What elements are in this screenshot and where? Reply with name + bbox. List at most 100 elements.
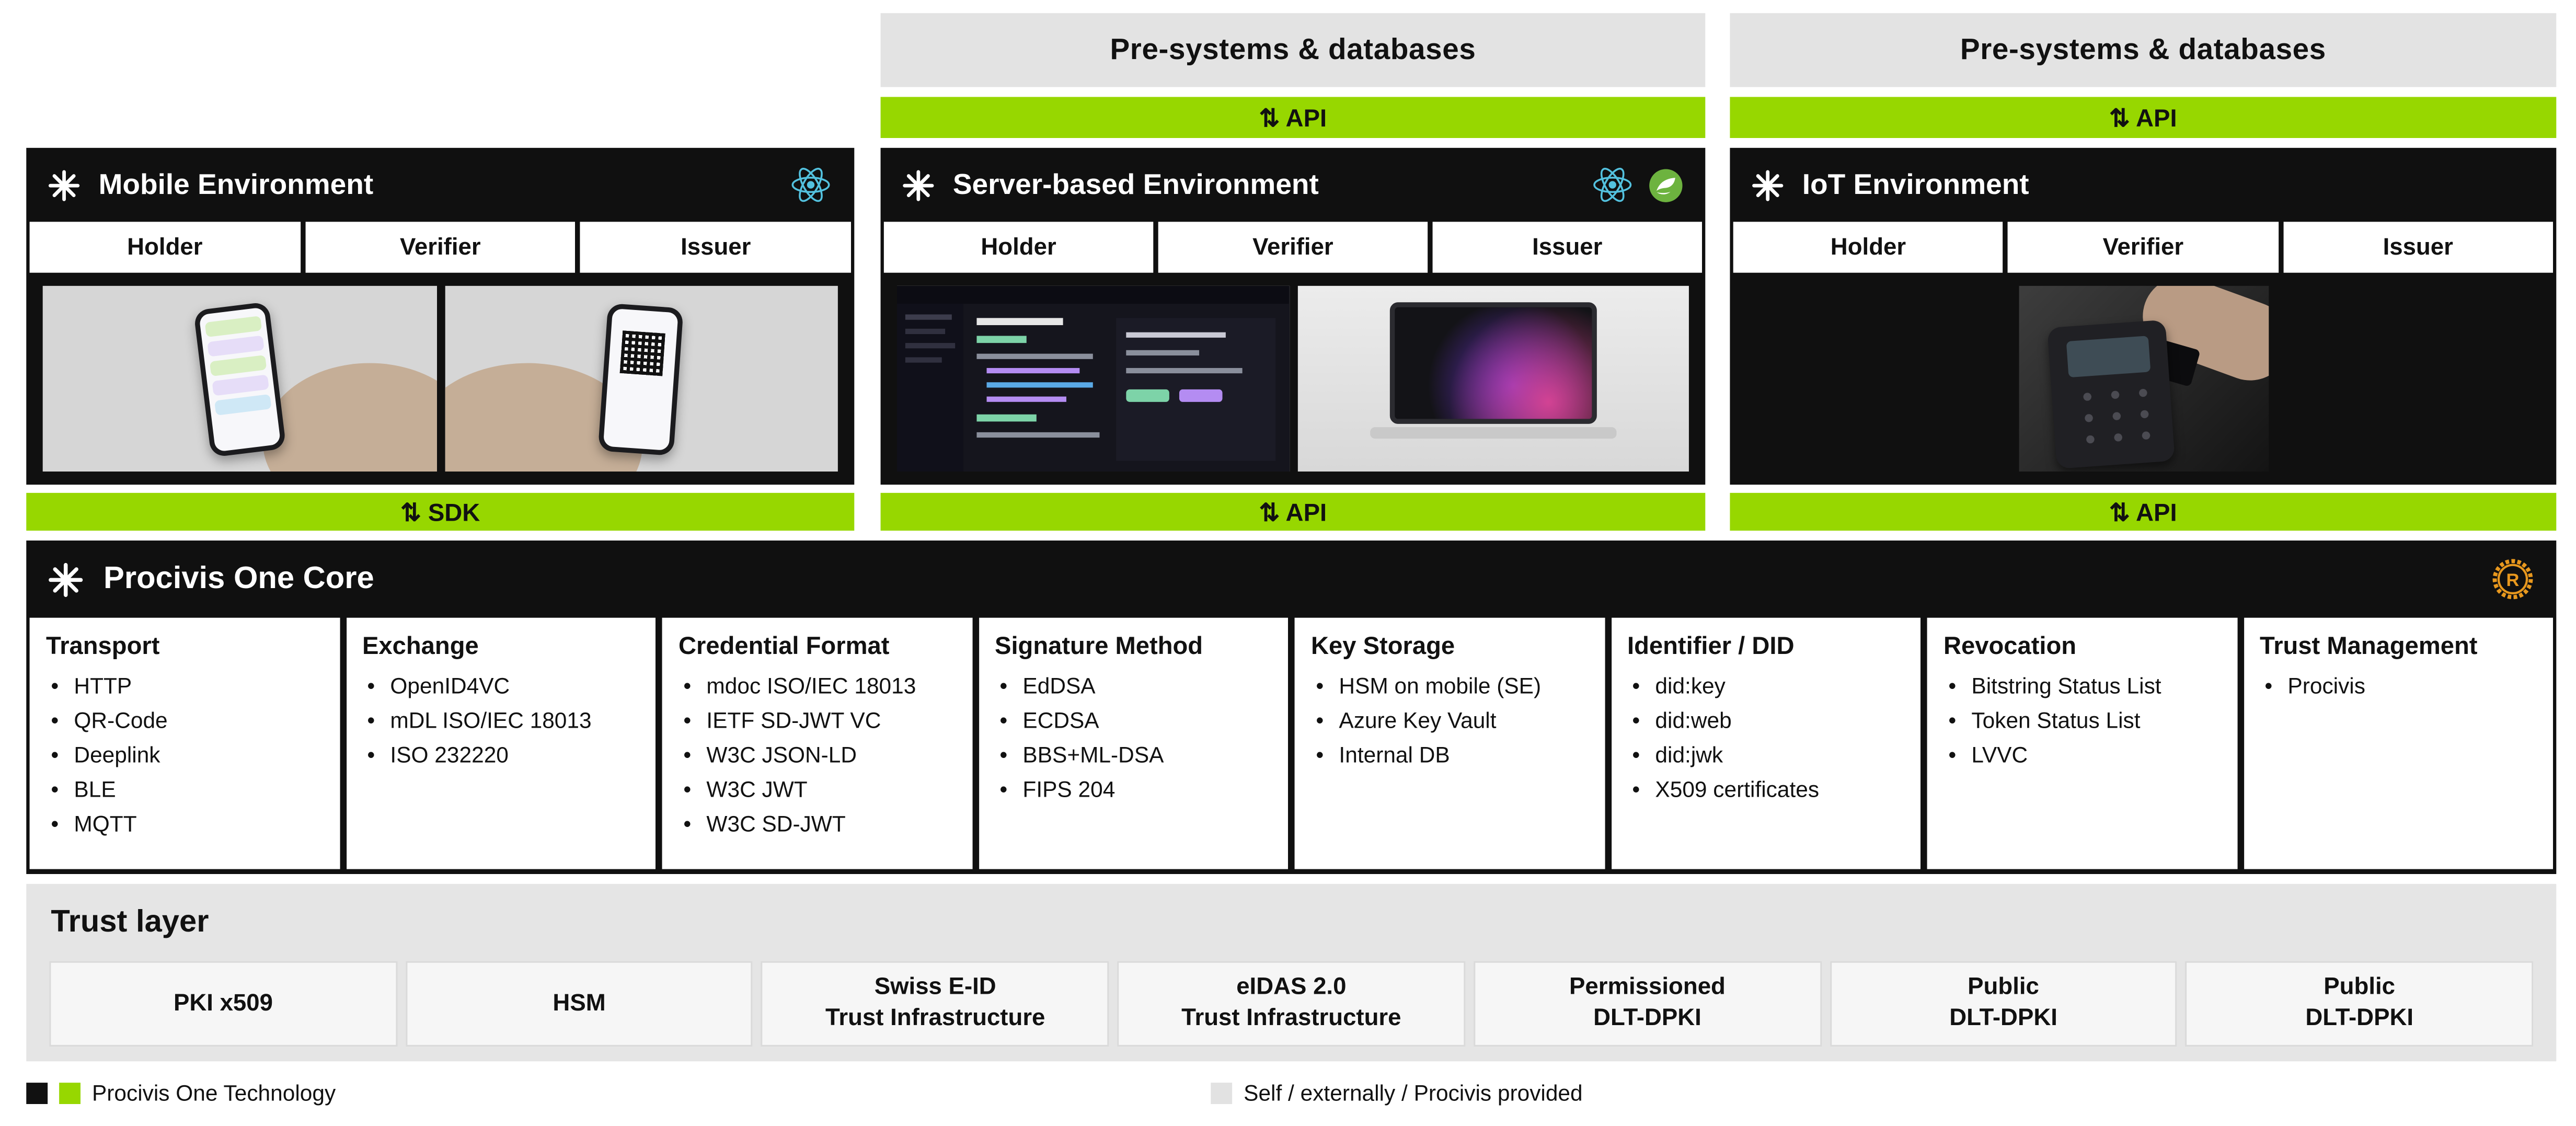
trust-card-eidas: eIDAS 2.0 Trust Infrastructure	[1117, 961, 1466, 1047]
card-title: Revocation	[1944, 633, 2077, 661]
card-title: Identifier / DID	[1627, 633, 1795, 661]
laptop-dashboard-photo	[1297, 285, 1689, 472]
app-screen-shape	[198, 306, 281, 452]
trust-card-line: Swiss E-ID	[874, 974, 996, 1001]
pre-systems-label: Pre-systems & databases	[1110, 32, 1476, 66]
card-item: ECDSA	[995, 707, 1272, 736]
api-console-screenshot	[897, 285, 1289, 472]
trust-card-line: Trust Infrastructure	[1181, 1005, 1401, 1032]
legend-procivis-technology: Procivis One Technology	[26, 1081, 336, 1106]
card-item: W3C JSON-LD	[678, 741, 956, 770]
core-header: Procivis One Core R	[26, 541, 2556, 618]
trust-card-line: HSM	[553, 990, 606, 1017]
role-issuer: Issuer	[1432, 222, 1702, 273]
rust-icon: R	[2491, 557, 2535, 601]
trust-card-line: Public	[2324, 974, 2396, 1001]
media-row	[1730, 273, 2556, 485]
card-title: Trust Management	[2260, 633, 2478, 661]
card-item: X509 certificates	[1627, 776, 1904, 805]
card-item: BBS+ML-DSA	[995, 741, 1272, 770]
api-bar-bottom-iot: ⇅ API	[1730, 492, 2557, 531]
card-transport: Transport HTTP QR-Code Deeplink BLE MQTT	[29, 617, 340, 869]
role-holder: Holder	[883, 222, 1154, 273]
api-bar-label: ⇅ API	[1259, 498, 1327, 527]
react-icon	[789, 164, 833, 205]
card-title: Signature Method	[995, 633, 1203, 661]
card-item: MQTT	[46, 810, 323, 839]
card-item: did:web	[1627, 707, 1904, 736]
procivis-logo-icon	[902, 168, 935, 201]
desk-shape	[1297, 285, 1689, 472]
spring-icon	[1648, 167, 1684, 203]
card-item: Internal DB	[1311, 741, 1588, 770]
card-item: mDL ISO/IEC 18013	[362, 707, 639, 736]
media-row	[881, 273, 1706, 485]
trust-card-pki: PKI x509	[49, 961, 397, 1047]
black-swatch	[26, 1083, 48, 1104]
role-verifier: Verifier	[305, 222, 576, 273]
procivis-logo-icon	[48, 561, 84, 597]
trust-card-line: Public	[1968, 974, 2039, 1001]
sdk-bar-mobile: ⇅ SDK	[26, 492, 855, 531]
code-editor-shape	[897, 285, 1289, 472]
trust-layer-panel: Trust layer PKI x509 HSM Swiss E-ID Trus…	[26, 883, 2557, 1062]
pre-systems-header-server: Pre-systems & databases	[880, 13, 1706, 87]
svg-text:R: R	[2506, 570, 2520, 590]
pre-systems-label: Pre-systems & databases	[1960, 32, 2326, 66]
hand-shape	[262, 363, 436, 472]
role-row: Holder Verifier Issuer	[26, 222, 854, 273]
panel-title: IoT Environment	[1802, 167, 2029, 201]
role-row: Holder Verifier Issuer	[1730, 222, 2556, 273]
payment-terminal-photo	[2018, 285, 2268, 472]
card-item: BLE	[46, 776, 323, 805]
trust-card-line: Trust Infrastructure	[825, 1005, 1045, 1032]
procivis-logo-icon	[1751, 168, 1784, 201]
trust-card-line: Permissioned	[1569, 974, 1726, 1001]
panel-header: Mobile Environment	[26, 148, 854, 222]
phone-shape	[193, 301, 286, 457]
mobile-wallet-app-photo	[42, 285, 436, 472]
card-revocation: Revocation Bitstring Status List Token S…	[1927, 617, 2237, 869]
trust-card-line: DLT-DPKI	[1949, 1005, 2057, 1032]
trust-layer-title: Trust layer	[51, 905, 209, 940]
core-title: Procivis One Core	[104, 561, 374, 596]
card-item: Bitstring Status List	[1944, 672, 2221, 700]
ui-chip	[206, 334, 264, 357]
mobile-environment-panel: Mobile Environment Holder Verifier Issue…	[26, 147, 855, 485]
pos-keypad-shape	[2068, 378, 2155, 450]
card-title: Transport	[46, 633, 160, 661]
card-item: mdoc ISO/IEC 18013	[678, 672, 956, 700]
api-bar-label: ⇅ API	[2109, 104, 2177, 132]
card-item: W3C JWT	[678, 776, 956, 805]
card-item: HSM on mobile (SE)	[1311, 672, 1588, 700]
card-credential-format: Credential Format mdoc ISO/IEC 18013 IET…	[662, 617, 972, 869]
card-title: Key Storage	[1311, 633, 1455, 661]
ui-chip	[211, 373, 269, 395]
card-item: ISO 232220	[362, 741, 639, 770]
trust-card-permissioned-dlt: Permissioned DLT-DPKI	[1473, 961, 1822, 1047]
trust-card-row: PKI x509 HSM Swiss E-ID Trust Infrastruc…	[26, 941, 2556, 1047]
trust-card-line: PKI x509	[173, 990, 273, 1017]
iot-environment-panel: IoT Environment Holder Verifier Issuer	[1730, 147, 2557, 485]
card-item: Azure Key Vault	[1311, 707, 1588, 736]
card-item: LVVC	[1944, 741, 2221, 770]
trust-card-swiss-eid: Swiss E-ID Trust Infrastructure	[761, 961, 1109, 1047]
laptop-base-shape	[1370, 427, 1616, 439]
card-item: QR-Code	[46, 707, 323, 736]
core-capability-row: Transport HTTP QR-Code Deeplink BLE MQTT…	[26, 617, 2556, 874]
legend-label: Self / externally / Procivis provided	[1244, 1081, 1583, 1106]
api-bar-label: ⇅ API	[1259, 104, 1327, 132]
card-key-storage: Key Storage HSM on mobile (SE) Azure Key…	[1294, 617, 1604, 869]
panel-title: Mobile Environment	[98, 167, 374, 201]
panel-header: Server-based Environment	[881, 148, 1706, 222]
ui-chip	[204, 315, 262, 337]
procivis-logo-icon	[48, 168, 80, 201]
card-item: Token Status List	[1944, 707, 2221, 736]
pos-terminal-shape	[2046, 319, 2175, 469]
card-item: Deeplink	[46, 741, 323, 770]
card-title: Credential Format	[678, 633, 890, 661]
media-row	[26, 273, 854, 485]
card-item: HTTP	[46, 672, 323, 700]
green-swatch	[59, 1083, 80, 1104]
procivis-one-core-panel: Procivis One Core R Transport HTTP QR-Co…	[26, 541, 2557, 874]
